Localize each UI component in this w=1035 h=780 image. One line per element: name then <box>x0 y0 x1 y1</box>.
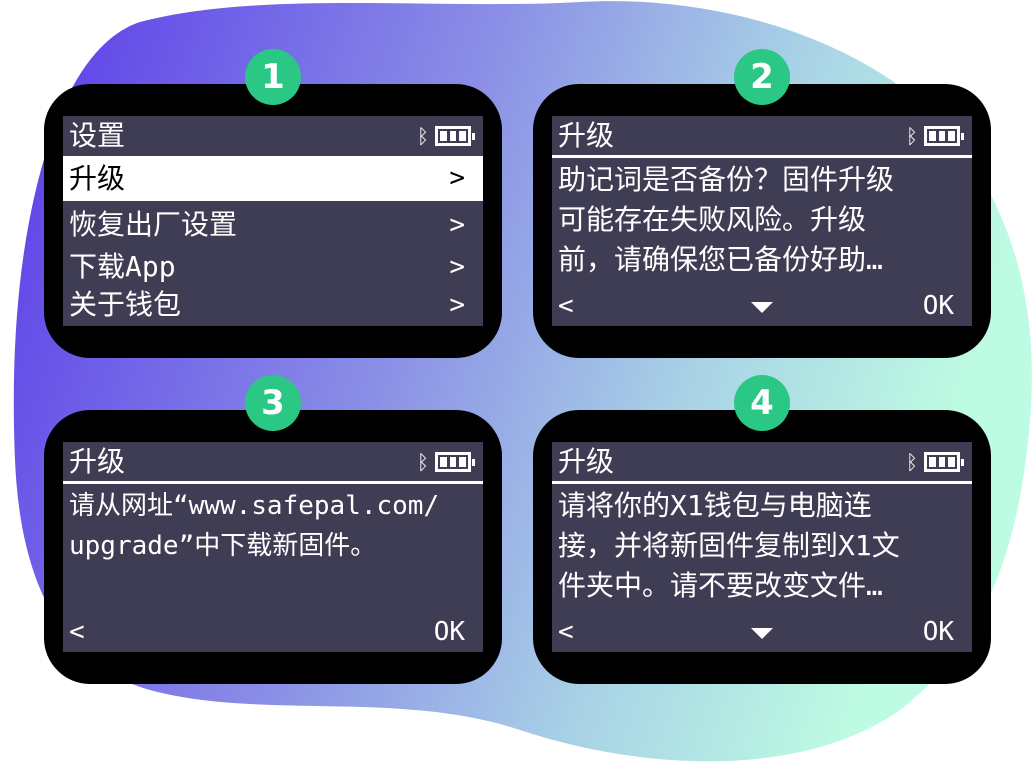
step-badge: 2 <box>734 49 790 105</box>
scroll-down-icon[interactable] <box>751 302 773 313</box>
menu-item-download-app[interactable]: 下载App > <box>63 246 483 288</box>
screen-footer: < OK <box>552 286 972 326</box>
device-screen: 设置 ᛒ 升级 > 恢复出厂设置 > 下载App > 关于钱包 > <box>63 116 483 326</box>
step-badge: 1 <box>245 49 301 105</box>
back-button[interactable]: < <box>558 291 574 321</box>
menu-item-label: 升级 <box>69 162 126 195</box>
bluetooth-icon: ᛒ <box>906 450 918 474</box>
menu-item-label: 恢复出厂设置 <box>69 208 238 241</box>
bluetooth-icon: ᛒ <box>906 124 918 148</box>
message-text: 请从网址“www.safepal.com/ upgrade”中下载新固件。 <box>69 491 440 561</box>
device-screen: 升级 ᛒ 请将你的X1钱包与电脑连 接，并将新固件复制到X1文 件夹中。请不要改… <box>552 442 972 652</box>
screen-footer: < OK <box>63 612 483 652</box>
device-panel-2: 2 升级 ᛒ 助记词是否备份？固件升级 可能存在失败风险。升级 前，请确保您已备… <box>533 49 991 358</box>
screen-header: 升级 ᛒ <box>552 442 972 484</box>
screen-title: 升级 <box>69 445 126 478</box>
battery-icon <box>435 452 475 472</box>
status-bar: ᛒ <box>906 450 964 474</box>
battery-icon <box>924 126 964 146</box>
bluetooth-icon: ᛒ <box>417 450 429 474</box>
device-panel-4: 4 升级 ᛒ 请将你的X1钱包与电脑连 接，并将新固件复制到X1文 件夹中。请不… <box>533 375 991 684</box>
ok-button[interactable]: OK <box>922 617 954 647</box>
chevron-right-icon: > <box>449 290 465 320</box>
device-panel-1: 1 设置 ᛒ 升级 > 恢复出厂设置 > 下载App > 关于钱包 > <box>44 49 502 358</box>
message-text: 助记词是否备份？固件升级 可能存在失败风险。升级 前，请确保您已备份好助… <box>558 163 895 276</box>
screen-header: 设置 ᛒ <box>63 116 483 156</box>
scroll-down-icon[interactable] <box>751 628 773 639</box>
menu-item-label: 关于钱包 <box>69 288 182 321</box>
status-bar: ᛒ <box>417 124 475 148</box>
battery-icon <box>924 452 964 472</box>
back-button[interactable]: < <box>69 617 85 647</box>
menu-item-about-wallet[interactable]: 关于钱包 > <box>63 284 483 326</box>
chevron-right-icon: > <box>449 252 465 282</box>
step-badge: 4 <box>734 375 790 431</box>
screen-header: 升级 ᛒ <box>63 442 483 484</box>
screen-title: 设置 <box>69 119 126 152</box>
ok-button[interactable]: OK <box>433 617 465 647</box>
bluetooth-icon: ᛒ <box>417 124 429 148</box>
message-text: 请将你的X1钱包与电脑连 接，并将新固件复制到X1文 件夹中。请不要改变文件… <box>558 489 900 602</box>
chevron-right-icon: > <box>449 210 465 240</box>
screen-header: 升级 ᛒ <box>552 116 972 158</box>
device-screen: 升级 ᛒ 助记词是否备份？固件升级 可能存在失败风险。升级 前，请确保您已备份好… <box>552 116 972 326</box>
screen-title: 升级 <box>558 119 615 152</box>
menu-item-label: 下载App <box>69 250 176 283</box>
chevron-right-icon: > <box>449 163 465 193</box>
status-bar: ᛒ <box>417 450 475 474</box>
screen-title: 升级 <box>558 445 615 478</box>
battery-icon <box>435 126 475 146</box>
menu-item-factory-reset[interactable]: 恢复出厂设置 > <box>63 204 483 246</box>
screen-footer: < OK <box>552 612 972 652</box>
step-badge: 3 <box>245 375 301 431</box>
device-panel-3: 3 升级 ᛒ 请从网址“www.safepal.com/ upgrade”中下载… <box>44 375 502 684</box>
menu-item-upgrade[interactable]: 升级 > <box>63 156 483 201</box>
back-button[interactable]: < <box>558 617 574 647</box>
ok-button[interactable]: OK <box>922 291 954 321</box>
device-screen: 升级 ᛒ 请从网址“www.safepal.com/ upgrade”中下载新固… <box>63 442 483 652</box>
status-bar: ᛒ <box>906 124 964 148</box>
